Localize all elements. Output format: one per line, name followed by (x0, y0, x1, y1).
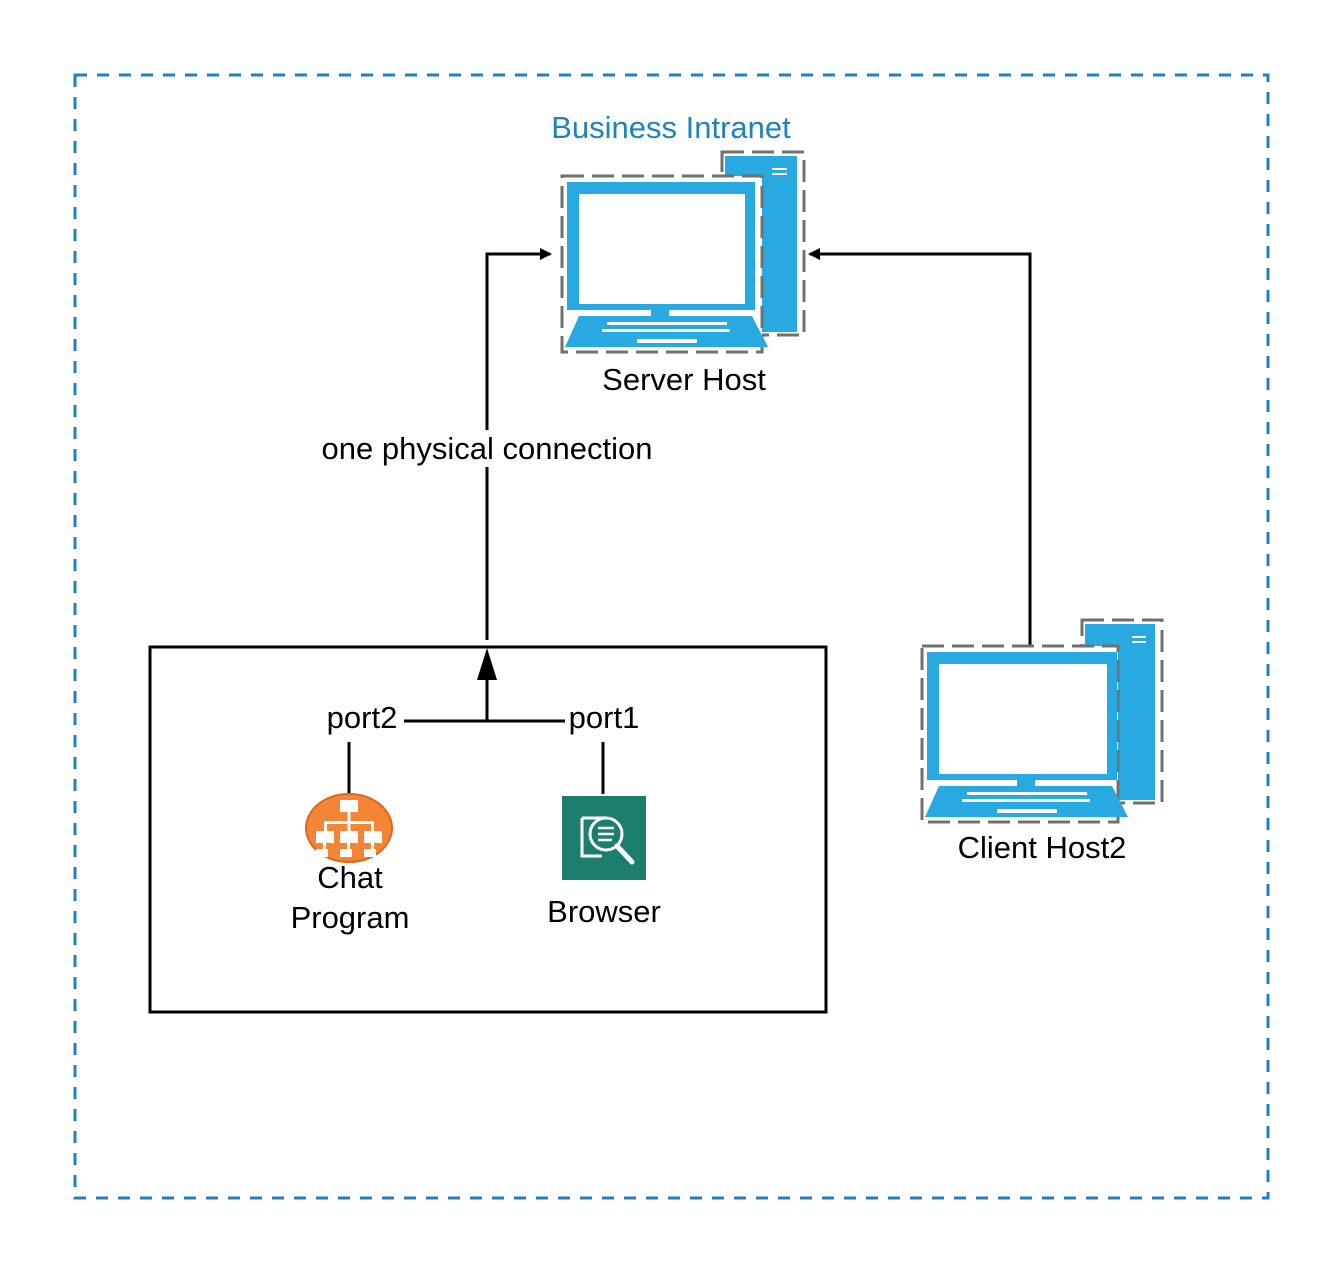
junction-arrowhead (477, 648, 497, 680)
server-host-label: Server Host (602, 362, 766, 397)
browser-label: Browser (547, 894, 661, 929)
server-computer-icon (560, 150, 806, 354)
connections (347, 248, 1032, 794)
client-host2-label: Client Host2 (957, 830, 1127, 865)
physical-connection-line (485, 248, 552, 640)
browser-search-icon (562, 796, 646, 880)
client-host1-box (148, 645, 828, 1014)
port2-label: port2 (326, 700, 398, 735)
client2-connection-line (808, 248, 1032, 648)
chat-program-label-line1: Chat (317, 860, 383, 895)
client2-computer-icon (920, 618, 1164, 824)
intranet-boundary (73, 73, 1270, 1200)
chat-program-label-line2: Program (290, 900, 410, 935)
port1-label: port1 (568, 700, 640, 735)
intranet-title: Business Intranet (551, 110, 791, 145)
chat-program-icon (305, 793, 393, 863)
connection-label: one physical connection (319, 430, 655, 467)
